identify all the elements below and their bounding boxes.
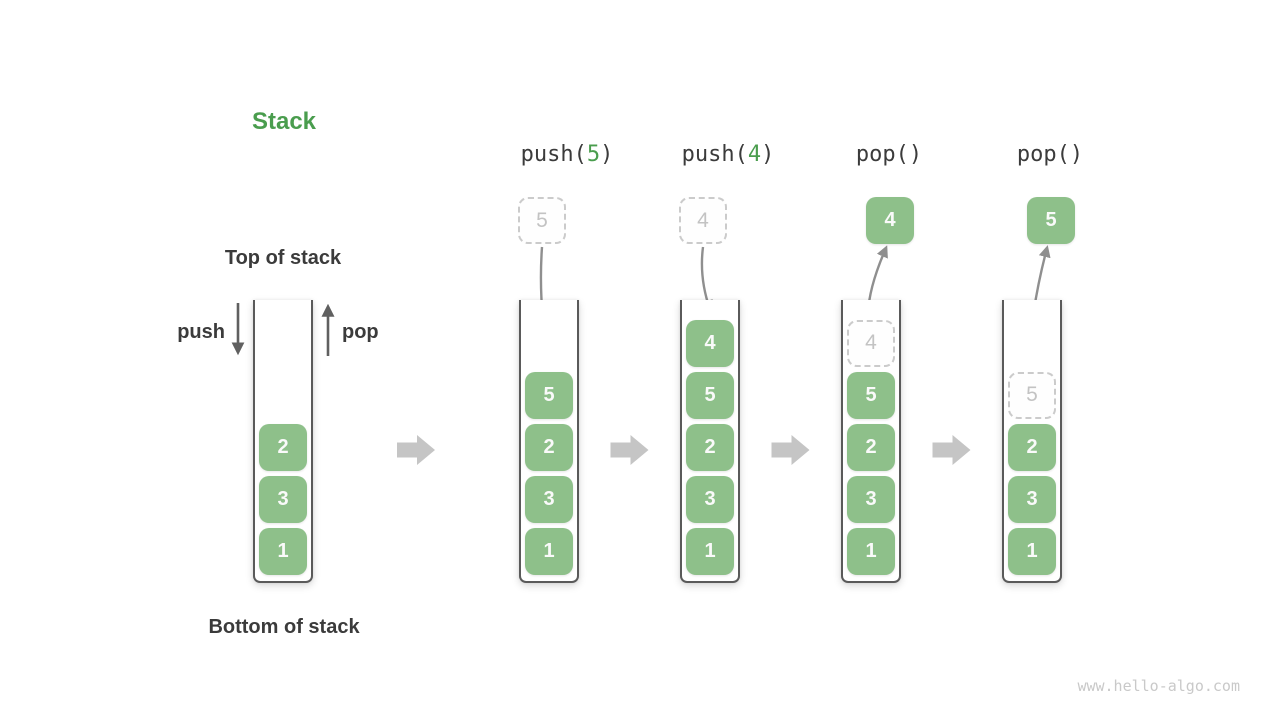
stack-item: 1 (259, 527, 307, 575)
stack-item: 1 (525, 527, 573, 575)
stack-item-dashed: 4 (847, 319, 895, 367)
operation-text: ) (600, 142, 614, 167)
stack-item: 4 (686, 319, 734, 367)
stack-item: 3 (1008, 475, 1056, 523)
operation-label: push(4) (682, 142, 775, 167)
stack-item: 2 (1008, 423, 1056, 471)
stack-item: 3 (525, 475, 573, 523)
operation-text: pop() (1016, 142, 1084, 167)
floating-item: 4 (866, 197, 914, 244)
stack-item: 3 (847, 475, 895, 523)
transition-arrow-icon (932, 435, 971, 465)
stack-item: 2 (686, 423, 734, 471)
stack-item-dashed: 5 (1008, 371, 1056, 419)
stack-item: 2 (525, 423, 573, 471)
floating-item-dashed: 5 (518, 197, 566, 244)
transition-arrow-icon (610, 435, 649, 465)
operation-arg: 5 (586, 142, 601, 167)
operation-label: push(5) (521, 142, 614, 167)
stack-item: 3 (686, 475, 734, 523)
top-of-stack-label: Top of stack (224, 247, 342, 269)
transition-arrow-icon (397, 435, 435, 465)
operation-text: ) (761, 142, 775, 167)
stack-item: 2 (259, 423, 307, 471)
stack-item: 1 (847, 527, 895, 575)
operation-label: pop() (1017, 142, 1083, 167)
pop-label: pop (342, 321, 379, 343)
stack-item: 5 (847, 371, 895, 419)
floating-item: 5 (1027, 197, 1075, 244)
stack-item: 2 (847, 423, 895, 471)
operation-text: push( (681, 142, 748, 167)
stack-item: 1 (1008, 527, 1056, 575)
push-label: push (177, 321, 225, 343)
bottom-of-stack-label: Bottom of stack (208, 616, 360, 638)
transition-arrow-icon (771, 435, 810, 465)
operation-label: pop() (856, 142, 922, 167)
operation-text: push( (520, 142, 587, 167)
stack-item: 5 (686, 371, 734, 419)
operation-arg: 4 (747, 142, 762, 167)
operation-text: pop() (855, 142, 923, 167)
diagram-title: Stack (251, 108, 317, 135)
stack-item: 1 (686, 527, 734, 575)
floating-item-dashed: 4 (679, 197, 727, 244)
stack-item: 5 (525, 371, 573, 419)
watermark: www.hello-algo.com (1077, 677, 1240, 695)
stack-item: 3 (259, 475, 307, 523)
